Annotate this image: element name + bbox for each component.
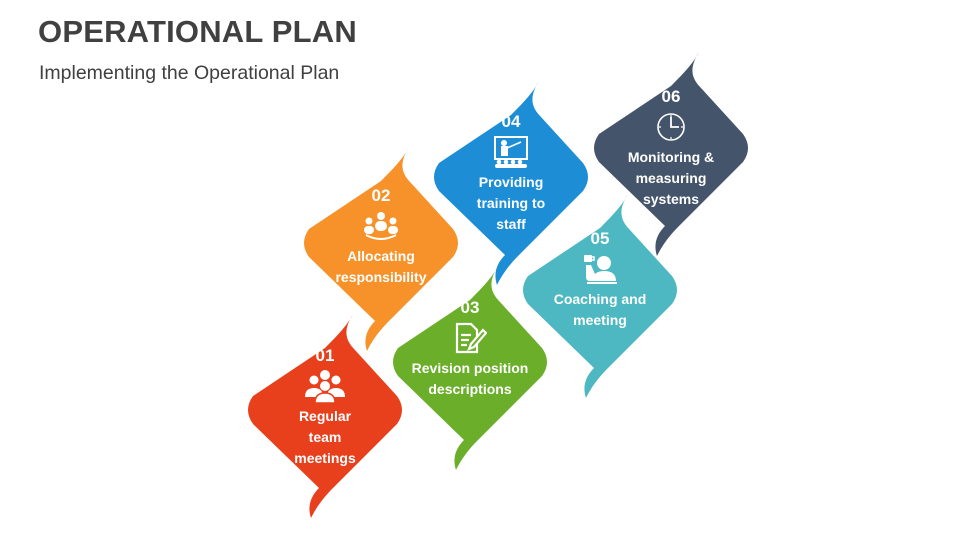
step-05: 05 Coaching and meeting: [515, 229, 685, 331]
page-title: OPERATIONAL PLAN: [38, 14, 357, 49]
step-label: Providing training to staff: [476, 174, 546, 232]
step-number: 04: [501, 112, 521, 131]
step-label: Regular team meetings: [294, 408, 356, 466]
step-03: 03 Revision position descriptions: [385, 298, 555, 400]
step-label: Allocating responsibility: [335, 248, 427, 285]
coaching-person-icon: [515, 251, 685, 287]
step-label: Monitoring & measuring systems: [627, 149, 715, 207]
document-edit-icon: [385, 320, 555, 356]
step-01: 01 Regular team meetings: [240, 346, 410, 469]
step-number: 06: [661, 87, 681, 106]
team-group-icon: [240, 368, 410, 404]
step-number: 02: [371, 186, 391, 205]
presentation-training-icon: [426, 134, 596, 170]
step-04: 04 Providing training to staff: [426, 112, 596, 235]
clock-icon: [586, 109, 756, 145]
step-06: 06 Monitoring & measuring systems: [586, 87, 756, 210]
step-number: 05: [590, 229, 610, 248]
step-02: 02 Allocating responsibility: [296, 186, 466, 288]
step-number: 01: [315, 346, 335, 365]
step-label: Revision position descriptions: [411, 360, 529, 397]
step-number: 03: [460, 298, 480, 317]
step-label: Coaching and meeting: [553, 291, 647, 328]
meeting-table-icon: [296, 208, 466, 244]
page-subtitle: Implementing the Operational Plan: [39, 62, 340, 84]
